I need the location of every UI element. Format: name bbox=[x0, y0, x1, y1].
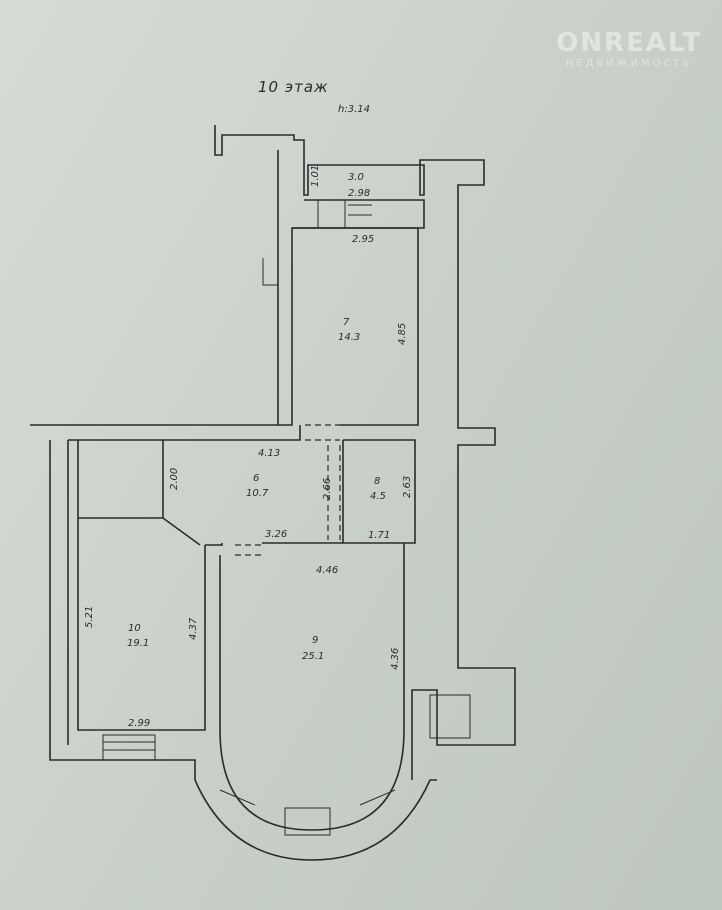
room-6-area: 10.7 bbox=[246, 488, 269, 499]
room-7-number: 7 bbox=[343, 317, 350, 328]
room-6-number: 6 bbox=[253, 473, 259, 484]
room-7-area: 14.3 bbox=[338, 332, 360, 343]
dim-r7-length: 4.85 bbox=[397, 323, 408, 345]
room-9-number: 9 bbox=[312, 635, 318, 646]
dim-r6-width: 4.13 bbox=[258, 448, 280, 459]
floor-label: 10 этаж bbox=[258, 78, 329, 96]
room-10-area: 19.1 bbox=[127, 638, 149, 649]
dim-r10-left: 5.21 bbox=[84, 606, 95, 628]
watermark-brand: ONREALT bbox=[556, 28, 702, 58]
walls bbox=[30, 125, 516, 861]
height-label: h:3.14 bbox=[338, 104, 370, 115]
dim-r6-bottom: 3.26 bbox=[265, 529, 287, 540]
room-10-number: 10 bbox=[128, 623, 141, 634]
room-8-area: 4.5 bbox=[370, 491, 386, 502]
dim-r8-bottom: 1.71 bbox=[368, 530, 390, 541]
dim-balcony-inner: 2.98 bbox=[348, 188, 370, 199]
dim-r6-side: 2.66 bbox=[322, 478, 333, 500]
dim-r9-top: 4.46 bbox=[316, 565, 338, 576]
watermark-subtitle: НЕДВИЖИМОСТЬ bbox=[565, 58, 693, 69]
dim-r9-side: 4.36 bbox=[390, 648, 401, 670]
dim-r8-side: 2.63 bbox=[402, 476, 413, 498]
room-8-number: 8 bbox=[374, 476, 380, 487]
dim-balcony-depth: 1.01 bbox=[310, 165, 321, 187]
dim-r10-bottom: 2.99 bbox=[128, 718, 150, 729]
watermark: ONREALT НЕДВИЖИМОСТЬ bbox=[556, 28, 702, 69]
dim-r6-depth: 2.00 bbox=[169, 468, 180, 490]
dim-r7-width: 2.95 bbox=[352, 234, 374, 245]
room-9-area: 25.1 bbox=[302, 651, 324, 662]
dim-balcony-width: 3.0 bbox=[348, 172, 364, 183]
dim-r10-right: 4.37 bbox=[188, 617, 199, 640]
